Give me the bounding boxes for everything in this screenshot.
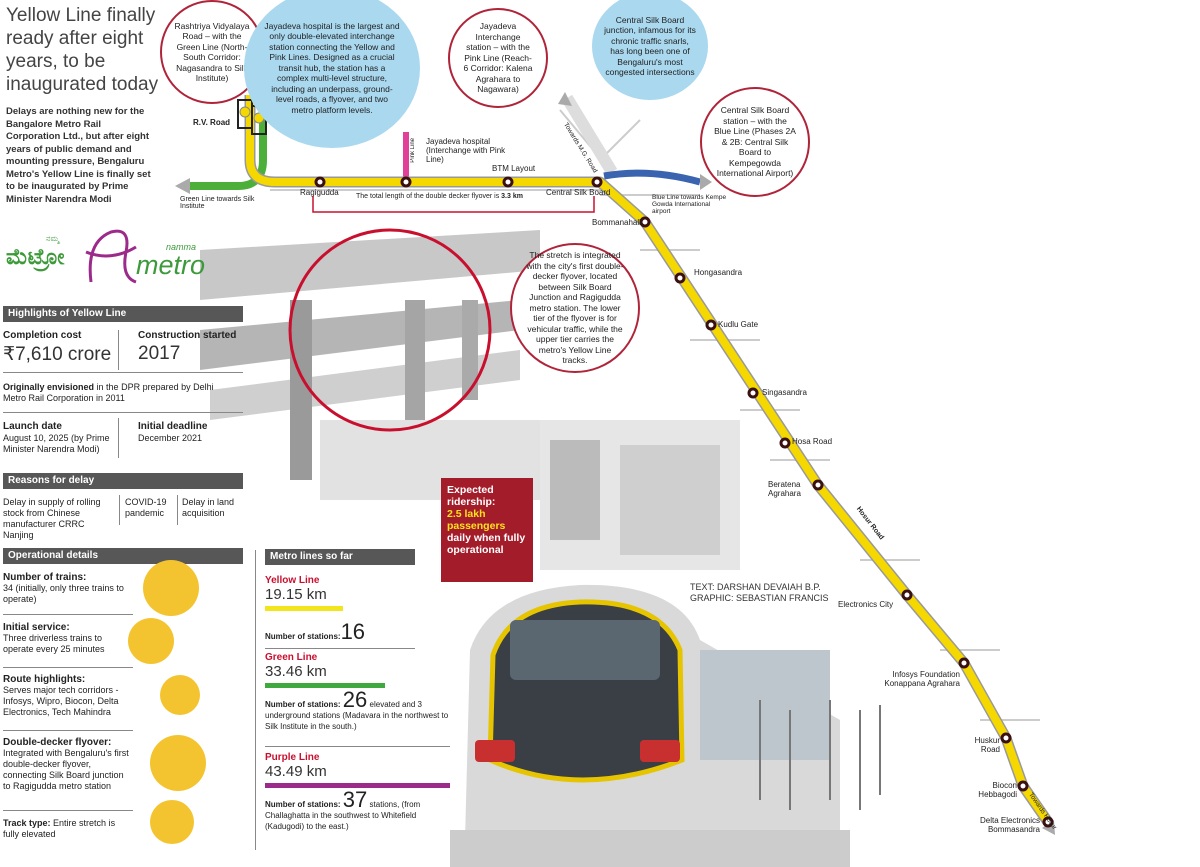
highlights-heading: Highlights of Yellow Line xyxy=(3,306,243,322)
flyover-illustration xyxy=(200,230,540,500)
purple-line-info: Purple Line 43.49 km Number of stations:… xyxy=(265,752,450,832)
station-label: Hongasandra xyxy=(694,268,743,277)
station-marker xyxy=(314,176,326,188)
train-illustration xyxy=(450,584,850,867)
cost-label: Completion cost xyxy=(3,330,82,341)
silk-board-station-callout: Central Silk Board station – with the Bl… xyxy=(700,87,810,197)
jayadeva-hub-callout: Jayadeva hospital is the largest and onl… xyxy=(244,0,420,148)
station-markers xyxy=(314,176,1054,828)
logo-kannada-small: ನಮ್ಮ xyxy=(46,234,60,243)
station-label: Ragigudda xyxy=(300,188,339,197)
train-icon xyxy=(143,560,199,616)
purple-line-bar xyxy=(265,783,450,788)
ridership-box: Expected ridership: 2.5 lakh passengers … xyxy=(441,478,533,582)
station-marker xyxy=(779,437,791,449)
started-value: 2017 xyxy=(138,343,181,364)
rv-road-label: R.V. Road xyxy=(193,118,231,127)
arrow-left-icon xyxy=(175,178,190,194)
flyover-callout: The stretch is integrated with the city'… xyxy=(510,243,640,373)
flyover-highlight-circle xyxy=(288,228,492,432)
platform-people-illustration xyxy=(759,700,881,810)
flyover-icon xyxy=(150,735,206,791)
logo-kannada: ಮೆಟ್ರೋ xyxy=(6,244,65,269)
station-marker xyxy=(1000,732,1012,744)
blue-line xyxy=(603,169,701,186)
green-line-info: Green Line 33.46 km Number of stations: … xyxy=(265,652,449,731)
page-title: Yellow Line finally ready after eight ye… xyxy=(6,5,159,95)
silk-board-junction-callout: Central Silk Board junction, infamous fo… xyxy=(592,0,708,100)
mg-road xyxy=(561,94,618,176)
station-label: Singasandra xyxy=(762,388,807,397)
started-label: Construction started xyxy=(138,330,237,341)
delay-reason: Delay in land acquisition xyxy=(182,497,235,518)
delay-reason: COVID-19 pandemic xyxy=(125,497,167,518)
station-marker xyxy=(502,176,514,188)
op-item-flyover: Double-decker flyover:Integrated with Be… xyxy=(3,737,129,791)
station-marker xyxy=(639,216,651,228)
station-label: BTM Layout xyxy=(492,164,536,173)
station-marker xyxy=(400,176,412,188)
station-label: Biocon Hebbagodi xyxy=(978,781,1017,799)
deadline-label: Initial deadline xyxy=(138,421,208,432)
pink-line-label: Pink Line xyxy=(410,138,416,163)
launch-value: August 10, 2025 (by Prime Minister Naren… xyxy=(3,433,110,454)
station-marker xyxy=(901,589,913,601)
intro-text: Delays are nothing new for the Bangalore… xyxy=(6,106,151,205)
operational-heading: Operational details xyxy=(3,548,243,564)
envisioned-text: in the DPR prepared by Delhi Metro Rail … xyxy=(3,382,214,403)
delay-heading: Reasons for delay xyxy=(3,473,243,489)
cost-value: ₹7,610 crore xyxy=(3,344,112,365)
op-item-route: Route highlights:Serves major tech corri… xyxy=(3,674,119,717)
station-label: Central Silk Board xyxy=(546,188,611,197)
green-towards-label: Green Line towards Silk Institute xyxy=(180,196,255,210)
station-label: Huskur Road xyxy=(974,736,1000,754)
yellow-line-info: Yellow Line 19.15 km Number of stations:… xyxy=(265,575,366,644)
station-label: Beratena Agrahara xyxy=(768,480,801,498)
station-marker xyxy=(591,176,603,188)
station-label: Electronics City xyxy=(838,600,894,609)
logo-english-small: namma xyxy=(166,242,197,252)
op-item-track: Track type: Entire stretch is fully elev… xyxy=(3,818,116,839)
rv-road-callout: Rashtriya Vidyalaya Road – with the Gree… xyxy=(160,0,264,104)
logo-english: metro xyxy=(136,250,206,280)
metro-lines-heading: Metro lines so far xyxy=(265,549,415,565)
metro-logo-icon xyxy=(85,229,137,284)
blue-towards-label: Blue Line towards Kempe Gowda Internatio… xyxy=(652,194,727,215)
envisioned-label: Originally envisioned xyxy=(3,382,95,392)
flyover-bracket xyxy=(312,196,595,213)
station-label: Kudlu Gate xyxy=(718,320,759,329)
delay-reason: Delay in supply of rolling stock from Ch… xyxy=(3,497,101,540)
station-marker xyxy=(747,387,759,399)
deadline-value: December 2021 xyxy=(138,433,203,443)
launch-label: Launch date xyxy=(3,421,62,432)
flyover-length: The total length of the double decker fl… xyxy=(356,193,523,200)
jayadeva-interchange-callout: Jayadeva Interchange station – with the … xyxy=(448,8,548,108)
op-item-service: Initial service:Three driverless trains … xyxy=(3,622,105,654)
credits: TEXT: DARSHAN DEVAIAH B.P. GRAPHIC: SEBA… xyxy=(690,582,829,603)
green-line-bar xyxy=(265,683,385,688)
arrow-right-icon xyxy=(700,174,712,190)
station-marker xyxy=(812,479,824,491)
station-label: Bommanahalli xyxy=(592,218,643,227)
station-label: Hosa Road xyxy=(792,437,833,446)
namma-metro-logo: ನಮ್ಮ ಮೆಟ್ರೋ namma metro xyxy=(6,220,226,290)
station-label: Delta Electronics Bommasandra xyxy=(979,816,1040,834)
station-marker xyxy=(674,272,686,284)
commuters-illustration xyxy=(540,420,740,570)
station-label: Infosys Foundation Konappana Agrahara xyxy=(884,670,960,688)
three-trains-icon xyxy=(128,618,174,664)
station-marker xyxy=(958,657,970,669)
op-item-trains: Number of trains:34 (initially, only thr… xyxy=(3,572,124,604)
jayadeva-label: Jayadeva hospital (Interchange with Pink… xyxy=(426,137,506,164)
yellow-line-bar xyxy=(265,606,343,611)
laptop-train-icon xyxy=(160,675,200,715)
station-marker xyxy=(705,319,717,331)
arrow-up-icon xyxy=(558,92,572,106)
elevated-track-icon xyxy=(150,800,194,844)
station-marker xyxy=(1017,780,1029,792)
yellow-line xyxy=(246,95,1052,825)
station-marker xyxy=(1042,816,1054,828)
